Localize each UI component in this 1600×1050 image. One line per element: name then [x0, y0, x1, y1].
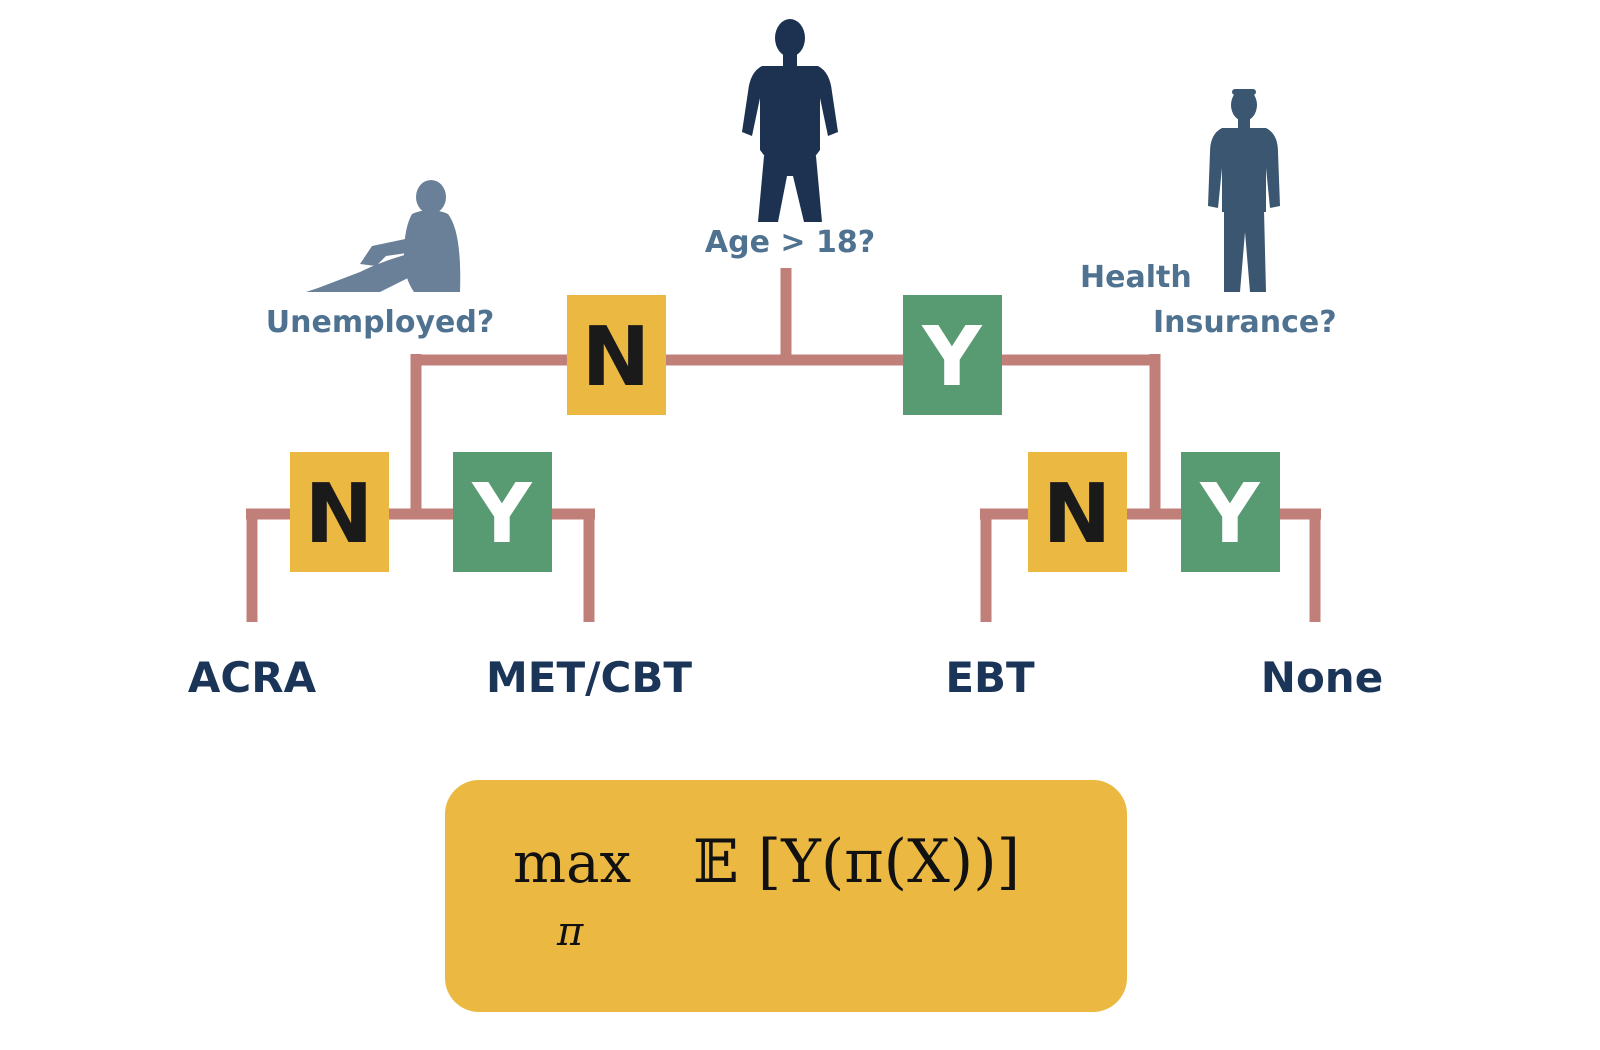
leaf-met-cbt: MET/CBT [486, 653, 692, 702]
leaf-acra: ACRA [188, 653, 317, 702]
root-yes-box: Y [903, 295, 1002, 415]
right-yes-letter: Y [1199, 467, 1261, 562]
right-question-label-line2: Insurance? [1153, 305, 1337, 340]
right-question-label-line1: Health [1080, 260, 1192, 295]
left-no-letter: N [305, 467, 374, 562]
left-question-label: Unemployed? [266, 305, 494, 340]
leaf-none: None [1261, 653, 1383, 702]
root-yes-letter: Y [921, 310, 983, 405]
left-person-icon [306, 180, 461, 292]
left-yes-box: Y [453, 452, 552, 572]
leaf-ebt: EBT [945, 653, 1035, 702]
right-yes-box: Y [1181, 452, 1280, 572]
right-no-letter: N [1043, 467, 1112, 562]
formula-subscript: π [557, 909, 584, 955]
top-person-icon [742, 19, 838, 222]
root-no-letter: N [582, 310, 651, 405]
root-no-box: N [567, 295, 666, 415]
objective-formula: max π 𝔼 [Y(π(X))] [445, 780, 1127, 1012]
objective-formula-box: max π 𝔼 [Y(π(X))] [445, 780, 1127, 1012]
formula-operator: max [513, 831, 632, 896]
formula-expression: 𝔼 [Y(π(X))] [693, 827, 1021, 897]
right-person-icon [1208, 89, 1280, 292]
left-yes-letter: Y [471, 467, 533, 562]
root-question-label: Age > 18? [705, 225, 875, 260]
right-no-box: N [1028, 452, 1127, 572]
left-no-box: N [290, 452, 389, 572]
